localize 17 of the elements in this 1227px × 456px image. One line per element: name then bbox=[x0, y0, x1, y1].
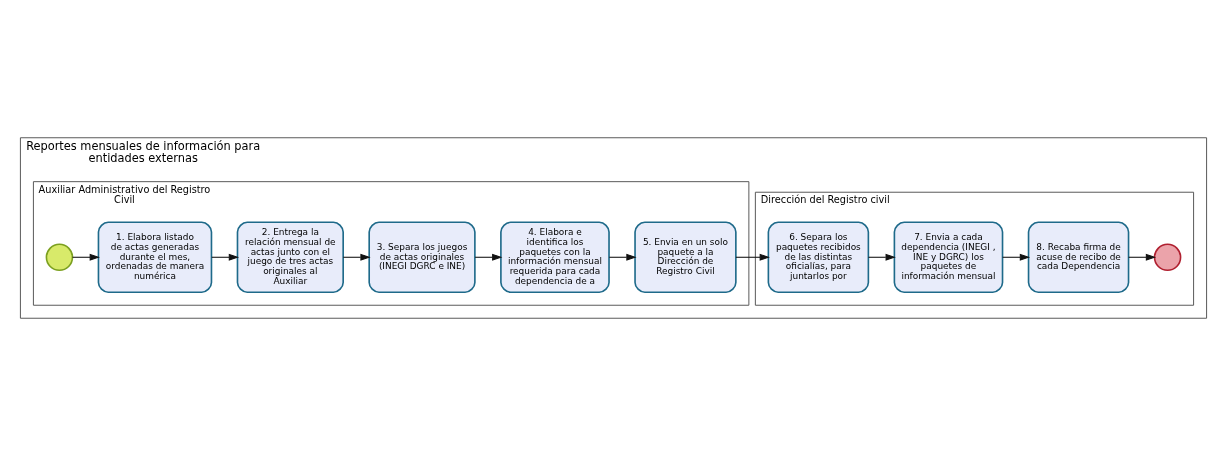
node-circle bbox=[45, 243, 74, 272]
node-box: 7. Envia a cada dependencia (INEGI , INE y DGRC) los paquetes de información mensual bbox=[893, 221, 1004, 294]
node-circle bbox=[1153, 243, 1182, 272]
node-box: 8. Recaba firma de acuse de recibo de cada Dependencia bbox=[1027, 221, 1130, 294]
node-box: 1. Elabora listado de actas generadas durante el mes, ordenadas de manera numérica bbox=[97, 221, 213, 294]
arrow bbox=[1002, 253, 1031, 261]
node-box: 4. Elabora e identifica los paquetes con la información mensual requerida para cada dependencia de a bbox=[500, 221, 610, 294]
node-box: 5. Envia en un solo paquete a la Dirección de Registro Civil bbox=[634, 221, 737, 294]
arrow bbox=[867, 253, 896, 261]
node-box: 3. Separa los juegos de actas originales (INEGI DGRC e INE) bbox=[368, 221, 476, 294]
arrow bbox=[474, 253, 503, 261]
arrow bbox=[608, 253, 637, 261]
node-box: 6. Separa los paquetes recibidos de las distintas oficialías, para juntarlos por bbox=[767, 221, 870, 294]
arrow bbox=[342, 253, 371, 261]
arrow bbox=[211, 253, 240, 261]
node-box: 2. Entrega la relación mensual de actas junto con el juego de tres actas originales al Auxiliar bbox=[236, 221, 344, 294]
arrow bbox=[735, 253, 770, 261]
